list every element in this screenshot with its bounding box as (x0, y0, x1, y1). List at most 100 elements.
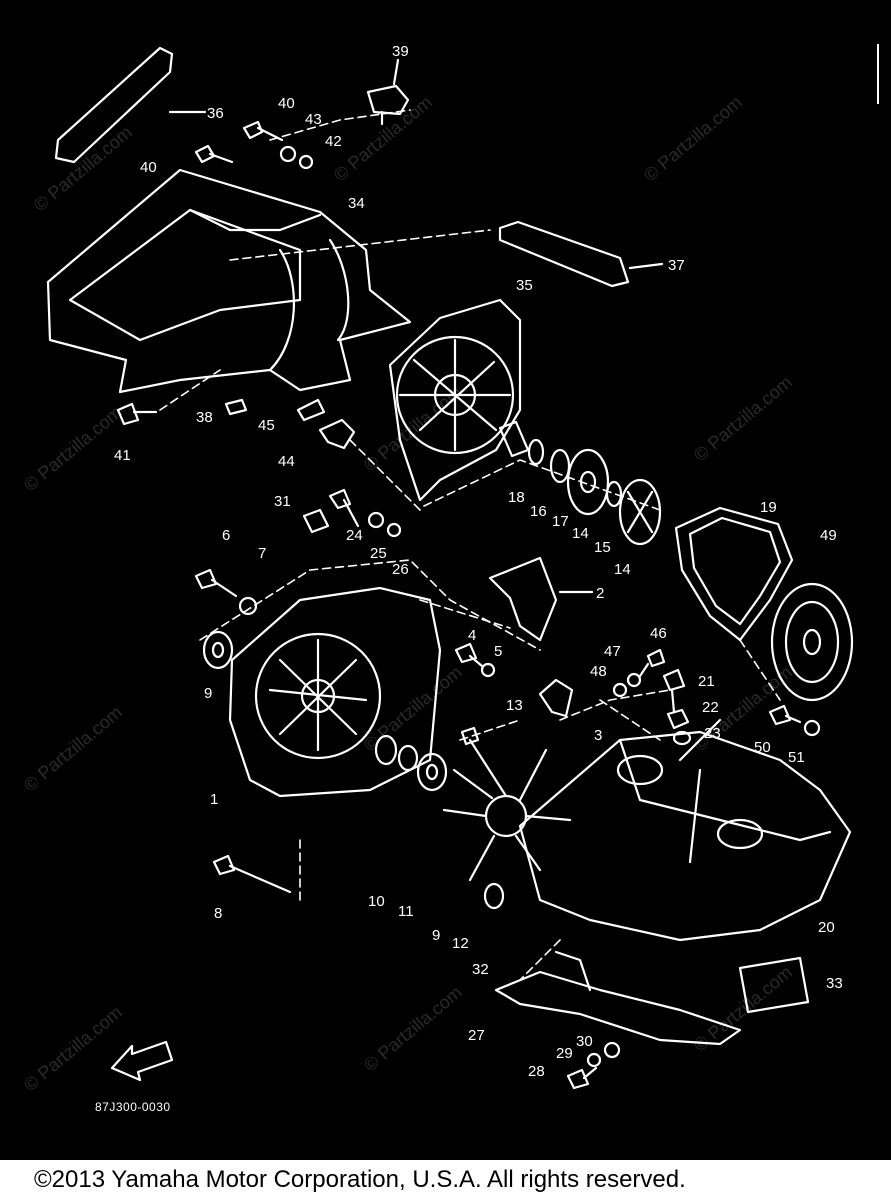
part-23-washer (672, 730, 692, 746)
callout-14-lower: 14 (614, 561, 631, 578)
callout-37: 37 (668, 257, 685, 274)
part-47-washer (626, 672, 642, 688)
part-2-duct (488, 556, 558, 642)
part-22-nut (666, 708, 690, 730)
callout-33: 33 (826, 975, 843, 992)
part-10-seal (374, 734, 398, 766)
copyright-text: ©2013 Yamaha Motor Corporation, U.S.A. A… (34, 1166, 686, 1193)
callout-30: 30 (576, 1033, 593, 1050)
part-38-pin (224, 398, 248, 416)
part-30-washer (603, 1041, 621, 1059)
callout-13: 13 (506, 697, 523, 714)
callout-44: 44 (278, 453, 295, 470)
part-33-pad (738, 956, 810, 1014)
part-28-bolt (566, 1066, 598, 1090)
callout-25: 25 (370, 545, 387, 562)
callout-6: 6 (222, 527, 231, 544)
part-25-washer (367, 511, 385, 529)
part-43-washer (279, 145, 297, 163)
callout-23: 23 (704, 725, 721, 742)
callout-27: 27 (468, 1027, 485, 1044)
callout-38: 38 (196, 409, 213, 426)
callout-40: 40 (278, 95, 295, 112)
callout-18: 18 (508, 489, 525, 506)
part-18-bushing (498, 420, 530, 458)
part-9-bearing (202, 630, 234, 670)
callout-16: 16 (530, 503, 547, 520)
callout-45: 45 (258, 417, 275, 434)
callout-1: 1 (210, 791, 219, 808)
part-39-cap (366, 84, 410, 116)
callout-3: 3 (594, 727, 603, 744)
part-14-pulley (566, 448, 610, 516)
callout-34: 34 (348, 195, 365, 212)
parts-diagram (46, 46, 854, 1090)
callout-8: 8 (214, 905, 223, 922)
part-13-plug (460, 726, 480, 746)
part-48-washer (612, 682, 628, 698)
callout-42: 42 (325, 133, 342, 150)
fwd-label: FWD (136, 1052, 157, 1062)
callout-21: 21 (698, 673, 715, 690)
part-3-bracket (538, 678, 574, 718)
callout-50: 50 (754, 739, 771, 756)
callout-10: 10 (368, 893, 385, 910)
part-26-washer (386, 522, 402, 538)
callout-4: 4 (468, 627, 477, 644)
part-37-strip (498, 220, 630, 288)
callout-17: 17 (552, 513, 569, 530)
part-46-bolt (638, 648, 666, 678)
callout-9-centre: 9 (432, 927, 441, 944)
part-5-washer (480, 662, 496, 678)
callout-5: 5 (494, 643, 503, 660)
part-11-washer (397, 744, 419, 772)
callout-9: 9 (204, 685, 213, 702)
callout-29: 29 (556, 1045, 573, 1062)
callout-31: 31 (274, 493, 291, 510)
callout-11: 11 (398, 903, 414, 920)
part-20-cover (518, 730, 852, 942)
part-21-bolt (662, 668, 686, 714)
part-40-bolt-lower (194, 144, 234, 164)
part-29-washer (586, 1052, 602, 1068)
callout-49: 49 (820, 527, 837, 544)
part-8-bolt (212, 854, 292, 894)
callout-7: 7 (258, 545, 267, 562)
copyright-footer: ©2013 Yamaha Motor Corporation, U.S.A. A… (0, 1160, 891, 1200)
part-50-bolt (768, 704, 802, 726)
callout-2: 2 (596, 585, 605, 602)
callout-47: 47 (604, 643, 621, 660)
part-41-bolt (116, 402, 158, 426)
part-34-shroud (46, 168, 412, 394)
right-edge-marks (877, 44, 891, 104)
part-24-bolt (328, 488, 360, 528)
part-27-bracket (494, 970, 742, 1046)
part-49-pulley (770, 582, 854, 702)
part-14-pulley-lower (618, 478, 662, 546)
callout-26: 26 (392, 561, 409, 578)
callout-28: 28 (528, 1063, 545, 1080)
part-12-fan (442, 738, 572, 882)
callout-41: 41 (114, 447, 131, 464)
callout-12: 12 (452, 935, 469, 952)
callout-24: 24 (346, 527, 363, 544)
callout-20: 20 (818, 919, 835, 936)
callout-15: 15 (594, 539, 611, 556)
part-42-washer (298, 154, 314, 170)
part-19-belt (674, 506, 794, 642)
callout-22: 22 (702, 699, 719, 716)
part-9-bearing-centre (416, 752, 448, 792)
callout-19: 19 (760, 499, 777, 516)
part-32-plug (483, 882, 505, 910)
callout-35: 35 (516, 277, 533, 294)
callout-43: 43 (305, 111, 322, 128)
part-16-washer (527, 438, 545, 466)
part-31-tab (302, 508, 330, 534)
part-7-washer (238, 596, 258, 616)
part-1-housing (228, 586, 442, 798)
callout-14: 14 (572, 525, 589, 542)
callout-48: 48 (590, 663, 607, 680)
part-51-washer (803, 719, 821, 737)
callout-46: 46 (650, 625, 667, 642)
part-40-bolt (242, 120, 284, 142)
